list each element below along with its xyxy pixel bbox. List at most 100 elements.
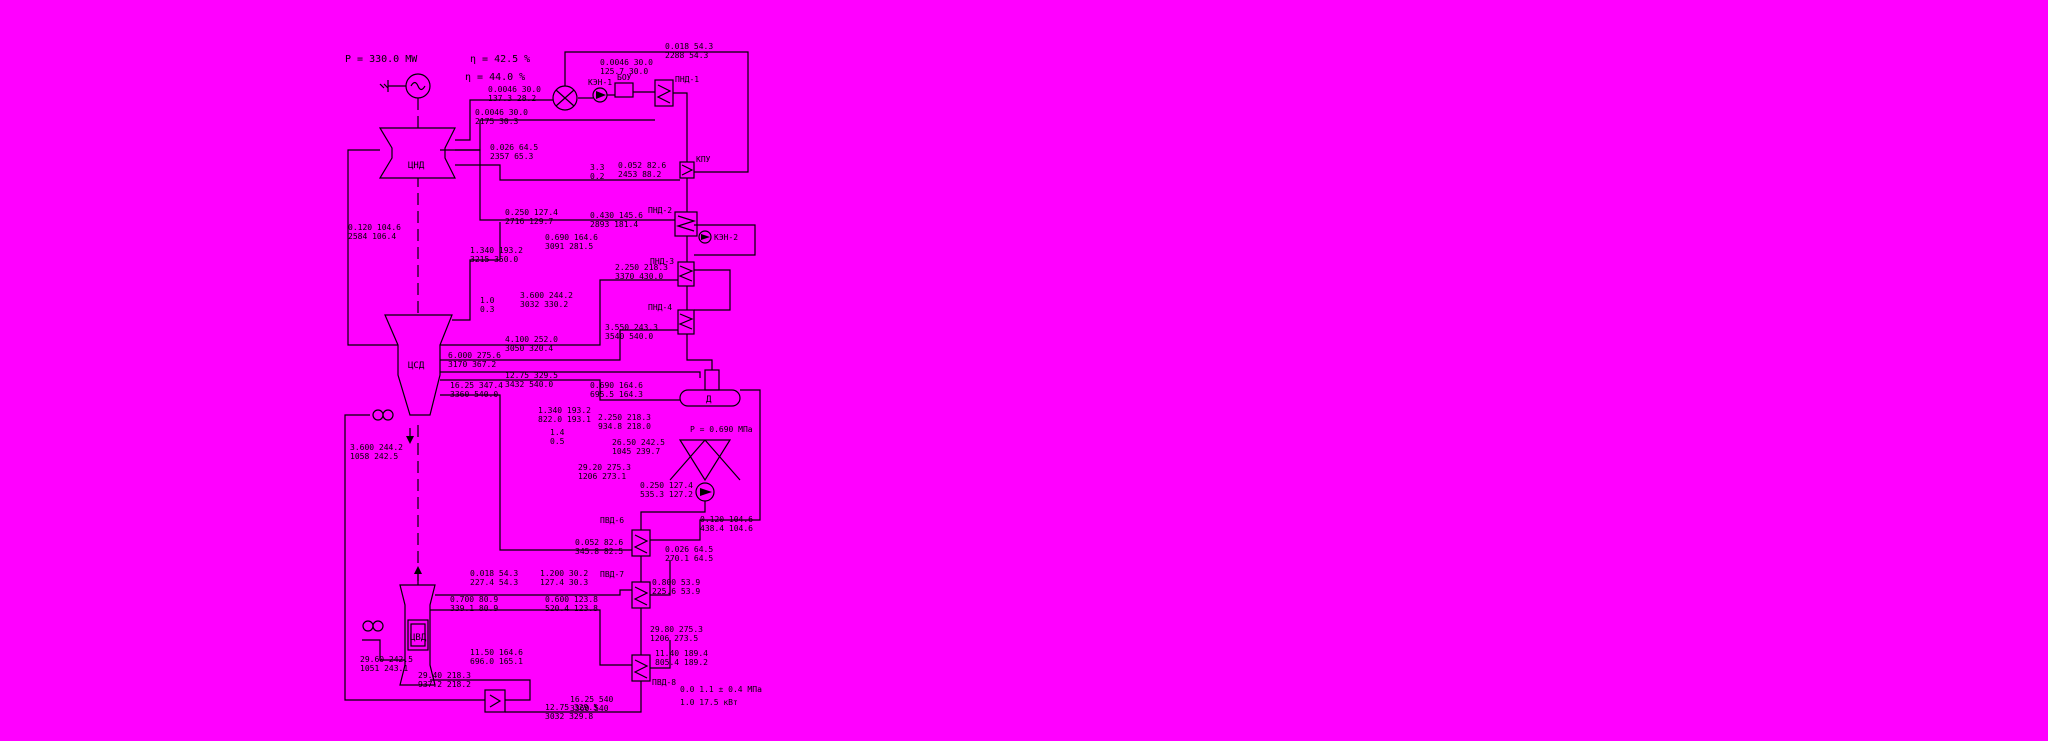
stream-s31-bottom: 225.6 53.9	[652, 587, 700, 596]
stream-s29-top: 0.018 54.3	[470, 569, 518, 578]
hph7-heater	[631, 581, 651, 609]
stream-s40-bottom: 3360 540	[570, 704, 609, 713]
stream-s08-bottom: 2716 129.7	[505, 217, 553, 226]
lpc-label: ЦНД	[408, 161, 425, 171]
stream-s23-top: 26.50 242.5	[612, 438, 665, 447]
stream-s06-top: 0.052 82.6	[618, 161, 666, 170]
stream-s24-bottom: 1206 273.1	[578, 472, 626, 481]
stream-s40-top: 16.25 540	[570, 695, 614, 704]
stream-s27-bottom: 345.8 82.5	[575, 547, 623, 556]
stream-s15-bottom: 3050 320.4	[505, 344, 553, 353]
stream-s11-top: 1.340 193.2	[470, 246, 523, 255]
stream-s43-top: 1.0	[480, 296, 495, 305]
stream-s35-bottom: 805.4 189.2	[655, 658, 708, 667]
stream-s07-bottom: 2584 106.4	[348, 232, 396, 241]
stream-s42-bottom: 0.2	[590, 172, 605, 181]
stream-s43-bottom: 0.3	[480, 305, 495, 314]
stream-s19-top: 0.690 164.6	[590, 381, 643, 390]
stream-s02-bottom: 2175 30.3	[475, 117, 519, 126]
stream-s29-bottom: 227.4 54.3	[470, 578, 518, 587]
piping	[344, 51, 761, 713]
hpc-turbine: ЦВД	[399, 584, 436, 686]
stream-s09-top: 0.430 145.6	[590, 211, 643, 220]
stream-s38-bottom: 937.2 218.2	[418, 680, 471, 689]
hph8-label: ПВД-8	[652, 678, 676, 687]
lph3-label: ПНД-3	[650, 257, 674, 266]
stream-s39-top: 0.0 1.1 ± 0.4 МПа	[680, 685, 762, 694]
stream-s42-top: 3.3	[590, 163, 605, 172]
stream-s18-top: 16.25 347.4	[450, 381, 503, 390]
stream-labels: 0.0046 30.0 137.3 28.2 0.0046 30.0 2175 …	[348, 42, 762, 721]
stream-s16-bottom: 3170 367.2	[448, 360, 496, 369]
hpc-label: ЦВД	[410, 633, 427, 643]
efficiency-net-label: η = 42.5 %	[470, 54, 530, 65]
stream-s01-top: 0.0046 30.0	[488, 85, 541, 94]
stream-s23-bottom: 1045 239.7	[612, 447, 660, 456]
lph2-label: ПНД-2	[648, 206, 672, 215]
stream-s37-top: 29.60 242.5	[360, 655, 413, 664]
stream-s26-bottom: 438.4 104.6	[700, 524, 753, 533]
stream-s15-top: 4.100 252.0	[505, 335, 558, 344]
stream-s37-bottom: 1051 243.1	[360, 664, 408, 673]
stream-s32-top: 0.700 80.9	[450, 595, 498, 604]
stream-s38-top: 29.40 218.3	[418, 671, 471, 680]
efficiency-gross-label: η = 44.0 %	[465, 72, 525, 83]
stream-s33-top: 0.600 123.8	[545, 595, 598, 604]
stream-s32-bottom: 339.1 80.9	[450, 604, 498, 613]
stream-s16-top: 6.000 275.6	[448, 351, 501, 360]
kn1-pump-icon	[592, 87, 608, 103]
hph7-label: ПВД-7	[600, 570, 624, 579]
stream-s33-bottom: 520.4 123.8	[545, 604, 598, 613]
stream-s41-top: 12.75 329.5	[545, 703, 598, 712]
stream-s25-top: 0.250 127.4	[640, 481, 693, 490]
stream-s21-bottom: 934.8 218.0	[598, 422, 651, 431]
stream-s20-top: 1.340 193.2	[538, 406, 591, 415]
stream-s22-bottom: 1058 242.5	[350, 452, 398, 461]
stream-s06-bottom: 2453 88.2	[618, 170, 662, 179]
stream-s17-bottom: 3432 540.0	[505, 380, 553, 389]
stream-s28-bottom: 270.1 64.5	[665, 554, 713, 563]
stream-s35-top: 11.40 189.4	[655, 649, 708, 658]
lph3-heater	[677, 261, 695, 287]
stream-s34-top: 11.50 164.6	[470, 648, 523, 657]
hph6-heater	[631, 529, 651, 557]
stream-s19-bottom: 695.5 164.3	[590, 390, 643, 399]
boiler-box	[484, 689, 506, 713]
stream-s10-top: 0.690 164.6	[545, 233, 598, 242]
stream-s08-top: 0.250 127.4	[505, 208, 558, 217]
stream-s36-bottom: 1206 273.5	[650, 634, 698, 643]
stream-s10-bottom: 3091 281.5	[545, 242, 593, 251]
lpc-turbine: ЦНД	[378, 127, 456, 179]
bpu-box	[614, 82, 634, 98]
stream-s31-top: 0.800 53.9	[652, 578, 700, 587]
power-label: P = 330.0 MW	[345, 54, 418, 65]
stream-s44-top: 1.4	[550, 428, 565, 437]
stream-s18-bottom: 3360 540.0	[450, 390, 498, 399]
ipc-label: ЦСД	[408, 361, 425, 371]
stream-s27-top: 0.052 82.6	[575, 538, 623, 547]
stream-s02-top: 0.0046 30.0	[475, 108, 528, 117]
stream-s12-bottom: 3370 430.0	[615, 272, 663, 281]
stream-s04-top: 0.018 54.3	[665, 42, 713, 51]
stream-s25-bottom: 535.3 127.2	[640, 490, 693, 499]
stream-s12-top: 2.250 218.3	[615, 263, 668, 272]
ipc-turbine: ЦСД	[384, 314, 453, 416]
stream-s09-bottom: 2893 181.4	[590, 220, 638, 229]
stream-s44-bottom: 0.5	[550, 437, 565, 446]
stream-s01-bottom: 137.3 28.2	[488, 94, 536, 103]
stream-s03-bottom: 125.7 30.0	[600, 67, 648, 76]
stream-s17-top: 12.75 329.5	[505, 371, 558, 380]
stream-s22-top: 3.600 244.2	[350, 443, 403, 452]
kn1-label: КЭН-1	[588, 78, 612, 87]
stream-s05-bottom: 2357 65.3	[490, 152, 534, 161]
stream-s39-bottom: 1.0 17.5 кВт	[680, 698, 738, 707]
lph1-label: ПНД-1	[675, 75, 699, 84]
stream-s30-bottom: 127.4 30.3	[540, 578, 588, 587]
condenser	[552, 85, 578, 111]
stream-s03-top: 0.0046 30.0	[600, 58, 653, 67]
stream-s26-top: 0.120 104.6	[700, 515, 753, 524]
stream-s13-bottom: 3032 330.2	[520, 300, 568, 309]
stream-s14-bottom: 3540 540.0	[605, 332, 653, 341]
stream-s04-bottom: 2288 54.3	[665, 51, 709, 60]
stream-s30-top: 1.200 30.2	[540, 569, 588, 578]
